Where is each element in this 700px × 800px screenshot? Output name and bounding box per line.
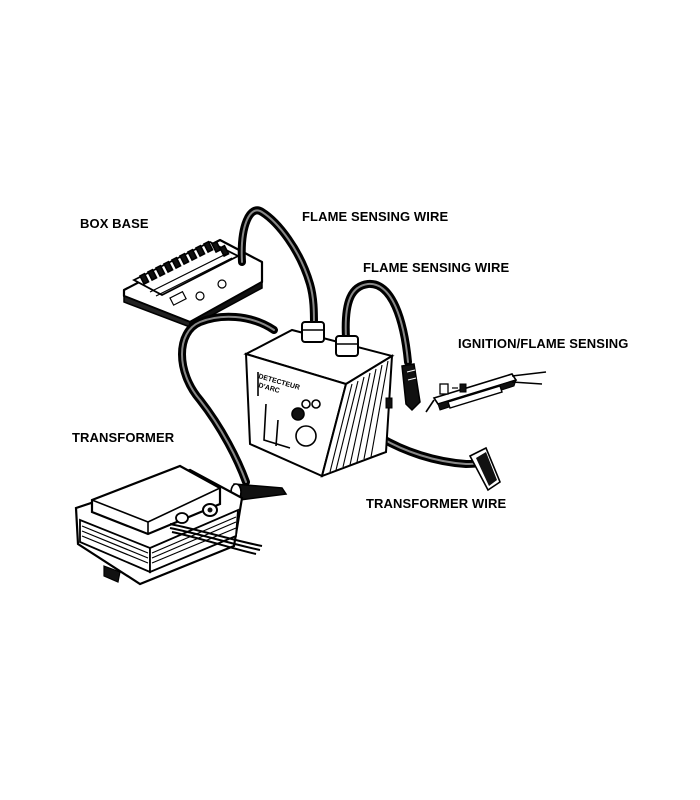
label-ignition-flame-sensing: IGNITION/FLAME SENSING (458, 336, 629, 351)
box-base (122, 238, 264, 329)
flame-sensing-wire-2 (341, 280, 421, 412)
arc-detector-unit: DETECTEUR D'ARC (243, 321, 395, 478)
label-flame-sensing-wire-1: FLAME SENSING WIRE (302, 209, 449, 224)
label-box-base: BOX BASE (80, 216, 149, 231)
label-transformer-wire: TRANSFORMER WIRE (366, 496, 507, 511)
transformer-wire (374, 432, 501, 492)
transformer (74, 464, 263, 586)
ignition-flame-sensing-electrode (425, 371, 547, 413)
base-to-transformer-wire (178, 312, 288, 501)
label-transformer: TRANSFORMER (72, 430, 175, 445)
label-flame-sensing-wire-2: FLAME SENSING WIRE (363, 260, 510, 275)
flame-sensing-wire-1 (237, 206, 318, 330)
